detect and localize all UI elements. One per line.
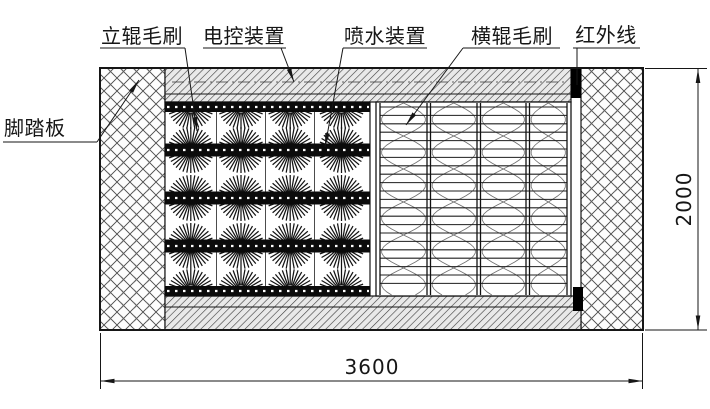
electric-control-housing-top	[164, 67, 572, 103]
leader-horizontal-roller-brush	[405, 47, 464, 126]
label-infrared: 红外线	[575, 24, 637, 47]
dimension-height: 2000	[645, 68, 707, 331]
horizontal-roller-brush-section	[375, 101, 572, 297]
leader-foot-board	[96, 79, 140, 143]
dimension-height-value: 2000	[672, 172, 696, 227]
label-horizontal-roller-brush: 横辊毛刷	[471, 25, 553, 48]
roller-shaft	[165, 143, 370, 157]
leader-water-spray-unit	[324, 47, 344, 148]
label-vertical-roller-brush: 立辊毛刷	[101, 25, 183, 48]
foot-board-panel-right	[580, 67, 644, 331]
label-water-spray-unit: 喷水装置	[344, 25, 426, 48]
callouts: 立辊毛刷 电控装置 喷水装置 横辊毛刷 红外线 脚踏板	[3, 24, 640, 148]
roller-shaft	[165, 286, 370, 296]
machine-outline	[99, 67, 644, 331]
dimension-length-value: 3600	[345, 355, 400, 379]
vertical-roller-brush-section	[164, 101, 371, 297]
label-electric-control-unit: 电控装置	[203, 25, 285, 48]
roller-shaft-dashes	[167, 105, 369, 293]
dimension-length: 3600	[100, 333, 643, 389]
roller-shaft	[165, 239, 370, 253]
brush-roller-shafts	[165, 102, 370, 296]
roller-shaft	[165, 102, 370, 112]
infrared-sensor-bottom	[573, 287, 583, 311]
grid-slats	[380, 106, 567, 284]
housing-bottom	[164, 295, 582, 331]
roller-shaft	[165, 191, 370, 205]
grid-vertical-lines	[379, 103, 568, 295]
grid-slat-lines	[380, 106, 567, 284]
grid-column-frames	[379, 103, 568, 295]
leader-electric-control-unit	[280, 47, 295, 83]
label-foot-board: 脚踏板	[4, 117, 66, 140]
leader-vertical-roller-brush	[184, 47, 198, 132]
infrared-sensor-top	[571, 68, 581, 98]
foot-board-panel-left	[99, 67, 166, 331]
